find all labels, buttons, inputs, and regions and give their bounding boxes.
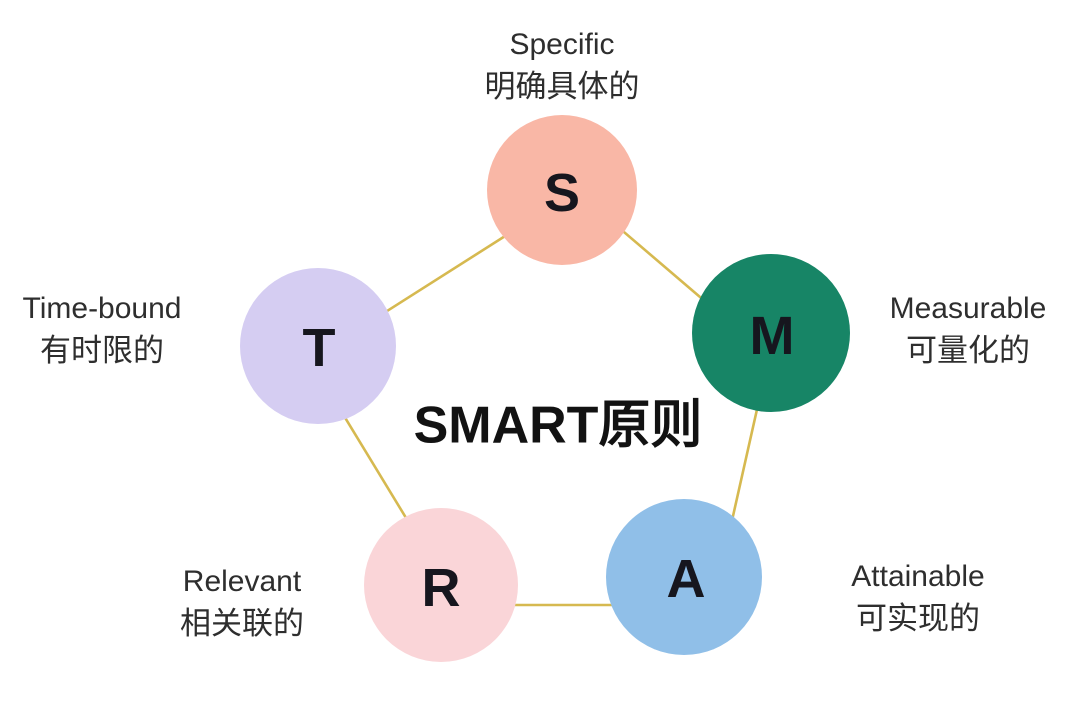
node-letter-measurable: M: [749, 306, 795, 366]
label-specific-en: Specific: [509, 28, 615, 61]
label-timebound: Time-bound 有时限的: [23, 288, 182, 372]
node-letter-attainable: A: [666, 549, 706, 609]
label-timebound-en: Time-bound: [22, 292, 182, 325]
label-relevant: Relevant 相关联的: [180, 561, 304, 645]
node-circle-timebound: [240, 268, 396, 424]
node-circle-measurable: [692, 254, 850, 412]
node-circle-specific: [487, 115, 637, 265]
label-attainable-en: Attainable: [851, 560, 985, 593]
label-specific-zh: 明确具体的: [484, 69, 640, 104]
node-letter-relevant: R: [421, 558, 461, 618]
node-circle-attainable: [606, 499, 762, 655]
label-attainable-zh: 可实现的: [856, 601, 980, 636]
label-measurable-zh: 可量化的: [905, 333, 1030, 368]
node-letter-specific: S: [543, 163, 581, 223]
label-specific: Specific 明确具体的: [485, 24, 640, 108]
diagram-title: SMART原则: [413, 396, 703, 455]
node-circle-relevant: [364, 508, 518, 662]
label-relevant-en: Relevant: [182, 565, 302, 598]
label-timebound-zh: 有时限的: [40, 333, 164, 368]
label-relevant-zh: 相关联的: [180, 606, 304, 641]
label-measurable-en: Measurable: [889, 292, 1047, 325]
node-letter-timebound: T: [302, 318, 336, 378]
label-measurable: Measurable 可量化的: [890, 288, 1047, 372]
label-attainable: Attainable 可实现的: [851, 556, 984, 640]
